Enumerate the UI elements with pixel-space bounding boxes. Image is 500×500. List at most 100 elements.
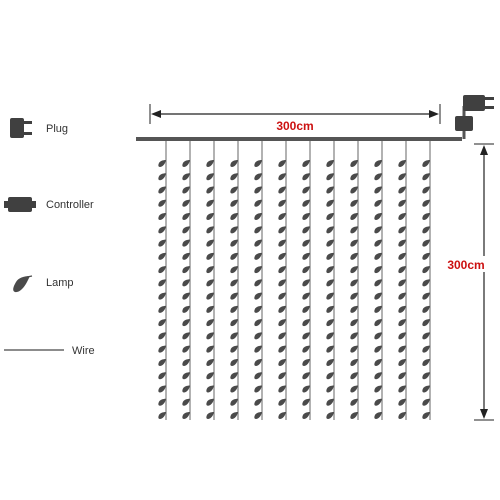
lamp (278, 239, 286, 247)
lamp (278, 398, 286, 406)
lamp (302, 279, 310, 287)
lamp (350, 160, 358, 167)
lamp (326, 385, 334, 393)
strand (398, 141, 407, 420)
lamp (422, 199, 430, 207)
controller-icon (4, 197, 36, 212)
legend: Plug Controller Lamp Wire (4, 118, 95, 357)
lamp (302, 239, 310, 247)
lamp (182, 372, 190, 380)
width-dimension: 300cm (149, 104, 441, 133)
lamp (422, 226, 430, 234)
lamp (398, 319, 406, 327)
lamp (182, 305, 190, 313)
lamp (398, 279, 406, 287)
lamp (326, 186, 334, 194)
lamp (206, 345, 214, 353)
lamp (302, 345, 310, 353)
lamp (278, 213, 286, 221)
lamp (302, 412, 310, 419)
lamp (350, 226, 358, 234)
lamp (350, 398, 358, 406)
lamp (230, 292, 238, 300)
height-dimension-label: 300cm (447, 258, 484, 272)
lamp (374, 173, 382, 181)
lamp (398, 305, 406, 313)
lamp (182, 199, 190, 207)
lamp (422, 319, 430, 327)
lamp (182, 332, 190, 340)
lamp (254, 305, 262, 313)
lamp (230, 358, 238, 366)
lamp (254, 345, 262, 353)
strand (422, 141, 431, 420)
strand (158, 141, 167, 420)
lamp (158, 358, 166, 366)
lamp (182, 239, 190, 247)
lamp (350, 305, 358, 313)
lamp (278, 305, 286, 313)
lamp (326, 305, 334, 313)
lamp (230, 186, 238, 194)
lamp (206, 252, 214, 260)
lamp (422, 186, 430, 194)
lamp (374, 398, 382, 406)
strand (278, 141, 287, 420)
lamp (230, 345, 238, 353)
lamp (254, 186, 262, 194)
lamp (302, 385, 310, 393)
lamp (254, 239, 262, 247)
lamp (206, 266, 214, 274)
lamp (230, 319, 238, 327)
lamp (326, 279, 334, 287)
lamp (422, 412, 430, 419)
lamp (158, 345, 166, 353)
lamp (278, 345, 286, 353)
lamp (374, 345, 382, 353)
lamp (206, 398, 214, 406)
lamp (374, 186, 382, 194)
lamp (182, 292, 190, 300)
lamp (374, 226, 382, 234)
lamp (254, 279, 262, 287)
lamp (230, 160, 238, 167)
lamp (278, 226, 286, 234)
lamp (422, 292, 430, 300)
lamp (350, 345, 358, 353)
lamp (158, 226, 166, 234)
lamp (254, 266, 262, 274)
lamp (254, 160, 262, 167)
lamp (350, 319, 358, 327)
strand (350, 141, 359, 420)
lamp (422, 266, 430, 274)
lamp (350, 186, 358, 194)
lamp (158, 186, 166, 194)
lamp (182, 398, 190, 406)
lamp (374, 332, 382, 340)
lamp (230, 332, 238, 340)
lamp (350, 385, 358, 393)
lamp (326, 266, 334, 274)
legend-controller-label: Controller (46, 199, 94, 211)
lamp (230, 252, 238, 260)
strand (230, 141, 239, 420)
height-dimension: 300cm (438, 143, 494, 421)
lamp (374, 385, 382, 393)
lamp (302, 160, 310, 167)
lamp (302, 332, 310, 340)
lamp (206, 279, 214, 287)
lamp (158, 160, 166, 167)
lamp (158, 213, 166, 221)
lamp (278, 292, 286, 300)
lamp (230, 266, 238, 274)
strand (206, 141, 215, 420)
lamp (278, 186, 286, 194)
lamp-icon (13, 275, 33, 293)
lamp (158, 305, 166, 313)
lamp (398, 412, 406, 419)
lamp (206, 332, 214, 340)
lamp (230, 173, 238, 181)
lamp (278, 266, 286, 274)
lamp (398, 226, 406, 234)
lamp (206, 199, 214, 207)
